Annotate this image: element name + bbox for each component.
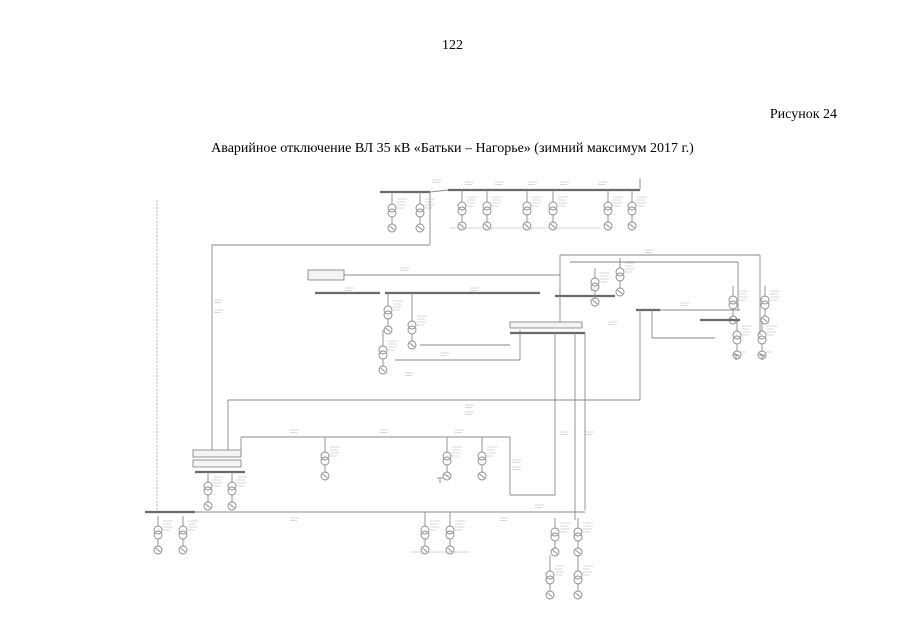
page-number: 122 xyxy=(442,38,463,53)
figure-title: Аварийное отключение ВЛ 35 кВ «Батьки – … xyxy=(211,141,694,156)
figure-label: Рисунок 24 xyxy=(769,107,837,122)
